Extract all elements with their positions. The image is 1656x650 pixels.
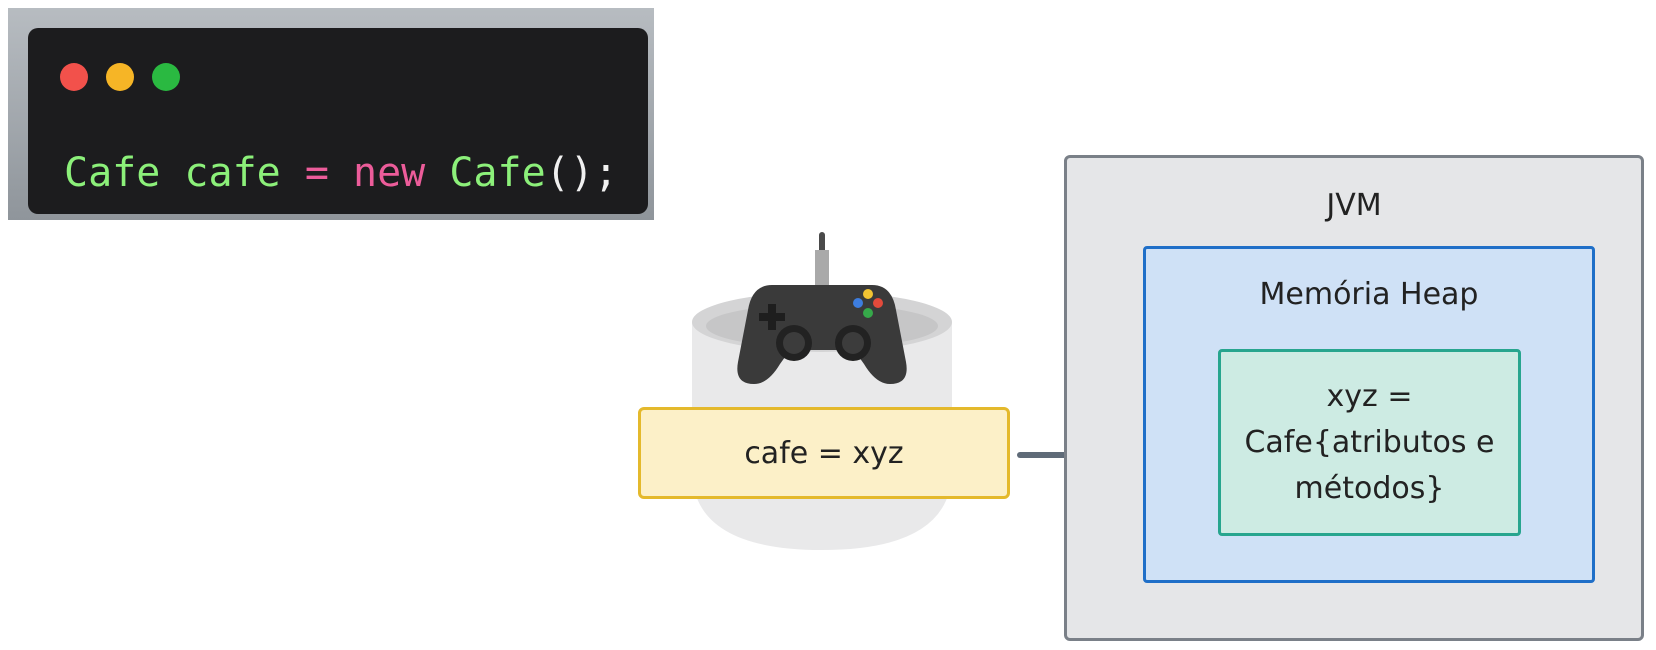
code-keyword-token: new — [353, 150, 426, 196]
code-call-token: (); — [545, 150, 618, 196]
object-line-3: métodos} — [1294, 470, 1445, 506]
code-constructor-token: Cafe — [449, 150, 546, 196]
code-line: Cafe cafe = new Cafe(); — [64, 150, 618, 196]
code-window-frame: Cafe cafe = new Cafe(); — [8, 8, 654, 220]
heap-memory-label: Memória Heap — [1259, 277, 1479, 312]
variable-reference-label: cafe = xyz — [744, 435, 904, 471]
game-controller-icon — [737, 232, 907, 384]
object-line-1: xyz = — [1326, 378, 1413, 414]
jvm-label: JVM — [1326, 188, 1382, 223]
cafe-object-box: xyz = Cafe{atributos e métodos} — [1218, 349, 1521, 536]
code-variable-token: cafe — [184, 150, 281, 196]
close-dot-icon — [60, 63, 88, 91]
maximize-dot-icon — [152, 63, 180, 91]
code-window: Cafe cafe = new Cafe(); — [28, 28, 648, 214]
minimize-dot-icon — [106, 63, 134, 91]
code-equals-token: = — [280, 150, 353, 196]
variable-reference-box: cafe = xyz — [638, 407, 1010, 499]
code-type-token: Cafe — [64, 150, 161, 196]
object-line-2: Cafe{atributos e — [1244, 424, 1495, 460]
